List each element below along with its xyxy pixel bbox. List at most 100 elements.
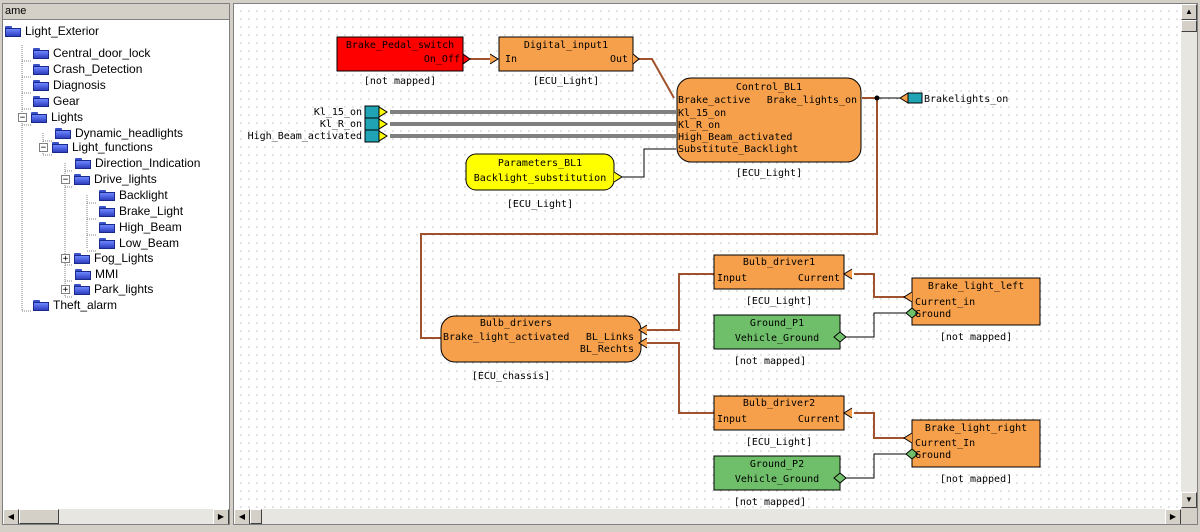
tree-item-label: Park_lights bbox=[94, 282, 154, 296]
mapping-label: [not mapped] bbox=[734, 356, 806, 367]
folder-open-icon bbox=[52, 141, 68, 153]
wire-current-left bbox=[854, 273, 912, 298]
collapse-toggle[interactable]: − bbox=[61, 174, 70, 185]
block-title: Parameters_BL1 bbox=[498, 158, 582, 169]
port-label: Vehicle_Ground bbox=[735, 333, 819, 344]
expand-toggle[interactable]: + bbox=[61, 284, 70, 295]
port-arrow-icon bbox=[903, 291, 913, 303]
port-label: Brake_light_activated bbox=[443, 332, 569, 343]
folder-icon bbox=[33, 299, 49, 311]
diagram-horizontal-scrollbar[interactable]: ◀ ▶ bbox=[234, 508, 1181, 524]
tree-column-header[interactable]: ame bbox=[3, 4, 229, 20]
scroll-right-icon[interactable]: ▶ bbox=[1165, 509, 1181, 524]
block-brake-light-right bbox=[911, 419, 1041, 468]
mapping-label: [not mapped] bbox=[734, 497, 806, 508]
port-arrow-icon bbox=[489, 53, 499, 65]
port-arrow-icon bbox=[903, 432, 913, 444]
tree-item-theft-alarm[interactable]: Theft_alarm bbox=[33, 297, 117, 313]
input-terminal-kl15 bbox=[364, 105, 380, 119]
tree-item-lights[interactable]: − Lights bbox=[18, 109, 83, 125]
port-label: Current bbox=[798, 273, 840, 284]
collapse-toggle[interactable]: − bbox=[39, 142, 48, 153]
tree-item-fog-lights[interactable]: + Fog_Lights bbox=[61, 250, 153, 266]
wire-current-right bbox=[854, 412, 912, 439]
tree-item-gear[interactable]: Gear bbox=[33, 93, 80, 109]
port-arrow-icon bbox=[613, 171, 623, 183]
block-bulb-driver1 bbox=[713, 254, 845, 290]
tree-item-label: Direction_Indication bbox=[95, 156, 201, 170]
folder-icon bbox=[5, 25, 21, 37]
folder-icon bbox=[99, 205, 115, 217]
folder-icon bbox=[99, 189, 115, 201]
port-label: Input bbox=[717, 414, 747, 425]
tree-item-crash-detection[interactable]: Crash_Detection bbox=[33, 61, 142, 77]
wire-input-to-control bbox=[639, 58, 675, 99]
port-diamond-icon bbox=[833, 472, 847, 484]
port-label: Current bbox=[798, 414, 840, 425]
tree-horizontal-scrollbar[interactable]: ◀ ▶ bbox=[3, 508, 229, 524]
tree-item-backlight[interactable]: Backlight bbox=[99, 187, 168, 203]
expand-toggle[interactable]: + bbox=[61, 253, 70, 264]
scrollbar-thumb[interactable] bbox=[250, 509, 262, 524]
tree-item-high-beam[interactable]: High_Beam bbox=[99, 219, 182, 235]
folder-open-icon bbox=[31, 111, 47, 123]
tree-item-low-beam[interactable]: Low_Beam bbox=[99, 235, 179, 251]
input-terminal-highbeam bbox=[364, 129, 380, 143]
port-label: In bbox=[505, 54, 517, 65]
block-brake-pedal-switch bbox=[336, 36, 464, 72]
mapping-label: [ECU_Light] bbox=[746, 296, 812, 307]
scroll-up-icon[interactable]: ▲ bbox=[1181, 4, 1197, 20]
wire-ground-right bbox=[846, 453, 912, 479]
tree-item-label: Low_Beam bbox=[119, 236, 180, 250]
scrollbar-thumb[interactable] bbox=[19, 509, 59, 524]
block-title: Bulb_drivers bbox=[480, 318, 552, 329]
tree-item-brake-light[interactable]: Brake_Light bbox=[99, 203, 183, 219]
port-label: Backlight_substitution bbox=[474, 173, 606, 184]
mapping-label: [not mapped] bbox=[940, 332, 1012, 343]
port-label: High_Beam_activated bbox=[678, 132, 792, 143]
tree-item-label: MMI bbox=[95, 267, 119, 281]
block-title: Ground_P2 bbox=[750, 459, 804, 470]
port-label: Ground bbox=[915, 450, 951, 461]
tree-item-dynamic-headlights[interactable]: Dynamic_headlights bbox=[55, 125, 183, 141]
diagram-vertical-scrollbar[interactable]: ▲ ▼ bbox=[1181, 4, 1197, 508]
tree-item-central-door-lock[interactable]: Central_door_lock bbox=[33, 45, 150, 61]
folder-open-icon bbox=[74, 173, 90, 185]
scroll-left-icon[interactable]: ◀ bbox=[3, 509, 19, 524]
tree-item-direction-indication[interactable]: Direction_Indication bbox=[75, 155, 200, 171]
tree-item-park-lights[interactable]: + Park_lights bbox=[61, 281, 153, 297]
tree-view[interactable]: Light_Exterior Central_door_lock Crash_D… bbox=[3, 21, 229, 508]
collapse-toggle[interactable]: − bbox=[18, 112, 27, 123]
block-brake-light-left bbox=[911, 277, 1041, 326]
tree-item-light-functions[interactable]: − Light_functions bbox=[39, 139, 153, 155]
tree-item-mmi[interactable]: MMI bbox=[75, 266, 118, 282]
tree-item-light-exterior[interactable]: Light_Exterior bbox=[5, 23, 99, 39]
scroll-left-icon[interactable]: ◀ bbox=[234, 509, 250, 524]
port-label: Brake_active bbox=[678, 95, 750, 106]
folder-icon bbox=[55, 127, 71, 139]
block-title: Control_BL1 bbox=[736, 82, 802, 93]
block-control-bl1 bbox=[676, 77, 862, 163]
scrollbar-thumb[interactable] bbox=[1181, 20, 1197, 32]
tree-item-diagnosis[interactable]: Diagnosis bbox=[33, 77, 106, 93]
tree-item-drive-lights[interactable]: − Drive_lights bbox=[61, 171, 157, 187]
port-diamond-icon bbox=[905, 307, 919, 319]
wire-param bbox=[622, 148, 676, 178]
folder-icon bbox=[33, 63, 49, 75]
wire-rechts bbox=[647, 342, 714, 414]
scroll-down-icon[interactable]: ▼ bbox=[1181, 492, 1197, 508]
folder-icon bbox=[33, 47, 49, 59]
port-diamond-icon bbox=[905, 448, 919, 460]
port-label: BL_Links bbox=[586, 332, 634, 343]
block-title: Bulb_driver1 bbox=[743, 257, 815, 268]
scroll-right-icon[interactable]: ▶ bbox=[213, 509, 229, 524]
block-title: Brake_Pedal_switch bbox=[346, 40, 454, 51]
block-title: Brake_light_left bbox=[928, 281, 1024, 292]
port-diamond-icon bbox=[833, 331, 847, 343]
port-arrow-icon bbox=[378, 106, 388, 118]
block-title: Brake_light_right bbox=[925, 423, 1027, 434]
tree-item-label: Drive_lights bbox=[94, 172, 157, 186]
input-label: High_Beam_activated bbox=[248, 131, 362, 142]
diagram-canvas[interactable]: Brake_Pedal_switch On_Off [not mapped] D… bbox=[234, 4, 1181, 508]
